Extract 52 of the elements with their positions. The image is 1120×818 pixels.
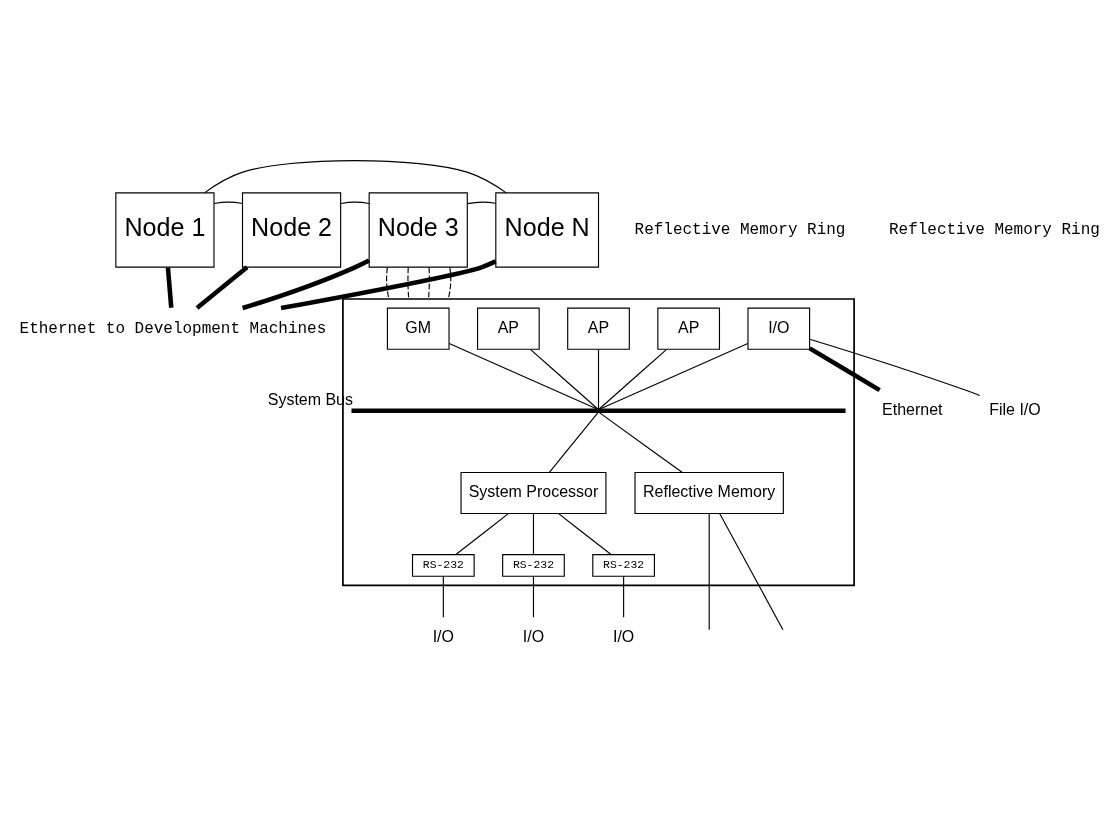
node-text: Ethernet to Development Machines [19,319,327,338]
connector [203,159,507,193]
connector [195,265,249,310]
label: Reflective Memory Ring [889,220,1100,239]
node-box: AP [567,307,630,350]
connector [448,342,598,410]
label: Reflective Memory Ring [634,220,846,239]
connector [241,257,371,310]
connector [447,266,452,300]
node-box: RS-232 [592,553,655,577]
connector [532,512,535,555]
node-text: I/O [432,627,454,645]
node-box: RS-232 [502,553,565,577]
connector [280,258,497,310]
node-bar [351,408,846,413]
node-box: GM [386,307,450,350]
node-text: I/O [612,627,635,645]
connector [442,575,444,618]
connector [407,266,410,300]
node-box: I/O [747,307,811,350]
connector [165,266,174,308]
node-text: I/O [522,627,545,645]
node-box: AP [657,307,721,350]
connector [599,342,749,410]
connector [427,266,430,300]
node-box: Node 3 [368,191,468,268]
connector [599,411,683,473]
connector [809,338,981,396]
node-box: RS-232 [411,553,475,577]
connector [386,266,390,300]
connector [598,348,667,410]
node-box: System Processor [460,471,607,514]
connector [467,201,497,204]
node-text: File I/O [989,400,1041,418]
node-box: AP [477,307,540,350]
connector [708,512,710,630]
node-text: Ethernet [882,400,943,418]
connector [532,575,535,618]
connector [455,512,509,555]
connector [558,512,612,555]
connector [597,348,600,409]
node-box: Reflective Memory [634,471,784,514]
connector [548,411,599,473]
node-box: Node N [495,191,600,268]
connector [719,512,784,630]
connector [340,201,370,204]
node-box: Node 2 [241,191,342,268]
connector [623,575,625,618]
connector [213,201,243,204]
connector [808,345,881,392]
node-box: Node 1 [115,191,215,268]
connector [530,348,599,410]
